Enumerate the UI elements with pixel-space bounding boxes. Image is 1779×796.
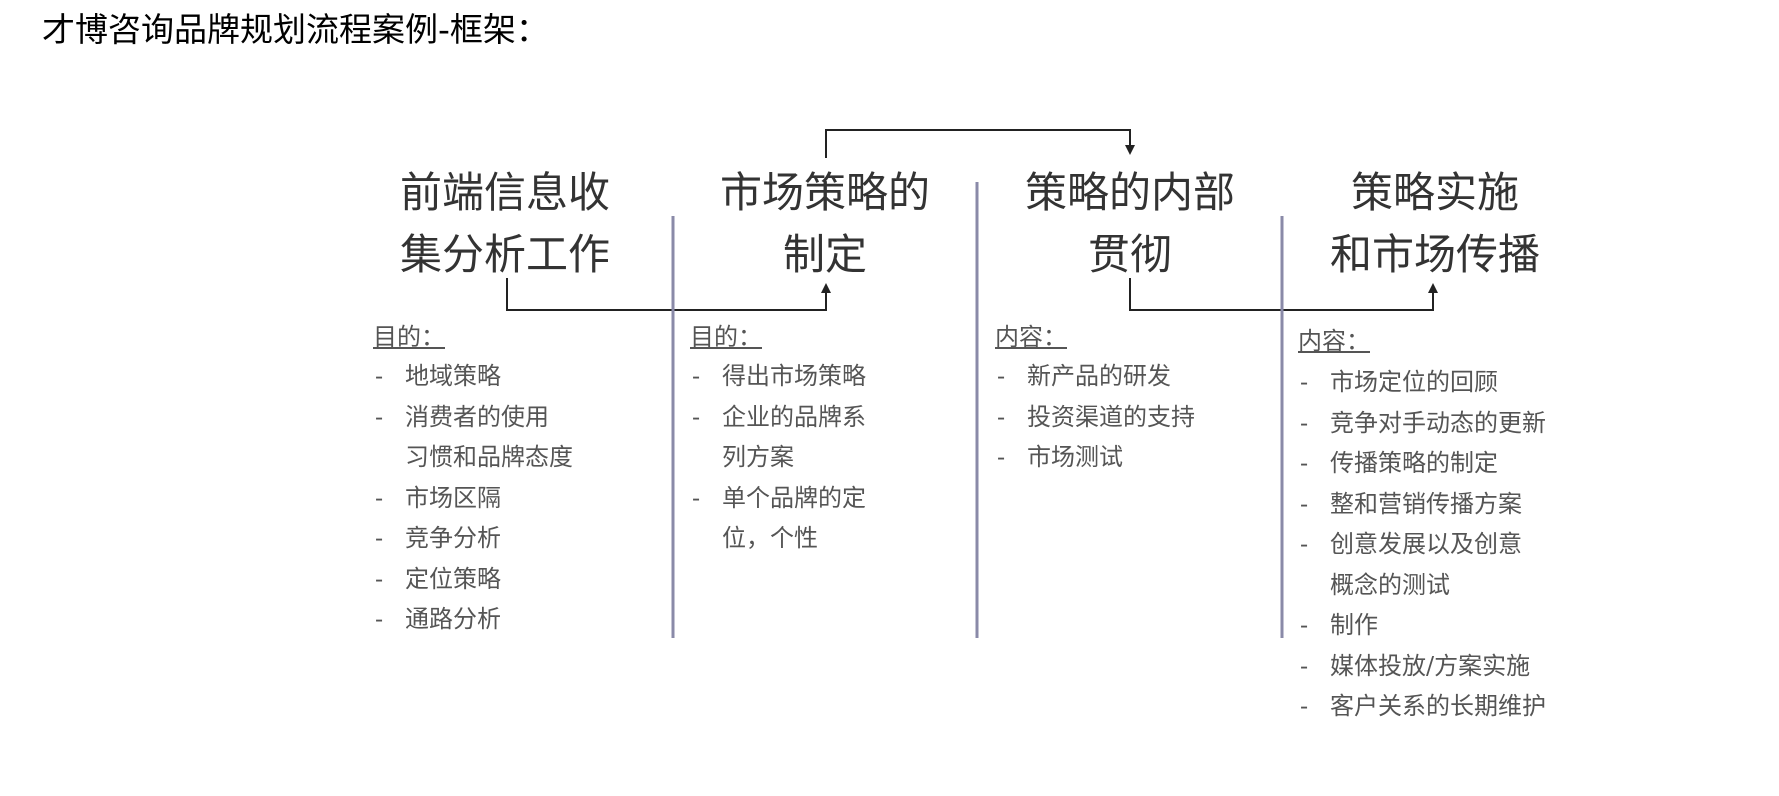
list-item: 竞争分析 — [373, 518, 573, 559]
column-3-heading: 策略的内部 贯彻 — [1005, 162, 1255, 286]
list-item: 通路分析 — [373, 599, 573, 640]
list-item-text: 得出市场策略 — [722, 362, 866, 390]
list-item-text: 消费者的使用 — [405, 402, 549, 431]
column-1-heading-line-1: 前端信息收 — [399, 168, 610, 217]
list-item: 市场区隔 — [373, 478, 573, 519]
list-item: 客户关系的长期维护 — [1298, 686, 1546, 727]
list-item: 市场测试 — [995, 437, 1195, 478]
column-1-heading-line-2: 集分析工作 — [399, 230, 610, 279]
list-item-text: 竞争对手动态的更新 — [1330, 408, 1546, 437]
list-item: 整和营销传播方案 — [1298, 484, 1546, 525]
list-item: 新产品的研发 — [995, 356, 1195, 397]
list-item-text-continued: 位，个性 — [722, 524, 818, 552]
connector-top-col2-to-col3 — [825, 129, 1135, 158]
list-item-text: 市场定位的回顾 — [1330, 368, 1498, 396]
list-item-text: 客户关系的长期维护 — [1330, 692, 1546, 720]
list-item-text: 企业的品牌系 — [722, 402, 866, 431]
list-item-text: 传播策略的制定 — [1330, 449, 1498, 477]
column-3-heading-line-2: 贯彻 — [1087, 230, 1172, 279]
column-3-item-list: 新产品的研发 投资渠道的支持 市场测试 — [995, 356, 1195, 478]
list-item: 制作 — [1298, 605, 1546, 646]
list-item-text: 创意发展以及创意 — [1330, 530, 1522, 558]
list-item-text: 新产品的研发 — [1027, 362, 1171, 390]
list-item: 市场定位的回顾 — [1298, 362, 1546, 403]
connector-bottom-col1-to-col2 — [506, 278, 831, 311]
list-item-text: 单个品牌的定 — [722, 483, 866, 512]
column-4-heading-line-2: 和市场传播 — [1329, 230, 1540, 279]
column-4-section-label: 内容： — [1298, 327, 1370, 355]
list-item: 得出市场策略 — [690, 356, 866, 397]
column-3-heading-line-1: 策略的内部 — [1024, 168, 1235, 217]
list-item-text: 制作 — [1330, 611, 1378, 639]
list-item: 传播策略的制定 — [1298, 443, 1546, 484]
page-title: 才博咨询品牌规划流程案例-框架： — [42, 10, 549, 49]
column-1-heading: 前端信息收 集分析工作 — [380, 162, 630, 286]
column-4-heading: 策略实施 和市场传播 — [1305, 162, 1565, 286]
column-3-section-label: 内容： — [995, 323, 1067, 351]
list-item-text: 竞争分析 — [405, 524, 501, 552]
list-item-text: 市场测试 — [1027, 443, 1123, 471]
column-4-heading-line-1: 策略实施 — [1350, 168, 1519, 217]
list-item-text: 地域策略 — [405, 362, 501, 390]
list-item-text: 定位策略 — [405, 564, 501, 593]
column-2-heading-line-2: 制定 — [782, 230, 867, 279]
list-item-text-continued: 概念的测试 — [1330, 570, 1450, 599]
column-2-heading-line-1: 市场策略的 — [719, 168, 930, 217]
list-item: 投资渠道的支持 — [995, 397, 1195, 438]
list-item: 定位策略 — [373, 559, 573, 600]
list-item-text: 市场区隔 — [405, 483, 501, 512]
list-item: 地域策略 — [373, 356, 573, 397]
column-1-section-label: 目的： — [373, 323, 445, 351]
list-item-text-continued: 习惯和品牌态度 — [405, 443, 573, 471]
list-item: 媒体投放/方案实施 — [1298, 646, 1546, 687]
column-2-heading: 市场策略的 制定 — [700, 162, 950, 286]
list-item: 竞争对手动态的更新 — [1298, 403, 1546, 444]
list-item-text: 整和营销传播方案 — [1330, 489, 1522, 518]
list-item-text-continued: 列方案 — [722, 443, 794, 471]
column-2-section-label: 目的： — [690, 323, 762, 351]
list-item-text: 投资渠道的支持 — [1027, 402, 1195, 431]
list-item-text: 媒体投放/方案实施 — [1330, 651, 1531, 680]
column-4-item-list: 市场定位的回顾 竞争对手动态的更新 传播策略的制定 整和营销传播方案 创意发展以… — [1298, 362, 1546, 727]
list-item-text: 通路分析 — [405, 605, 501, 633]
